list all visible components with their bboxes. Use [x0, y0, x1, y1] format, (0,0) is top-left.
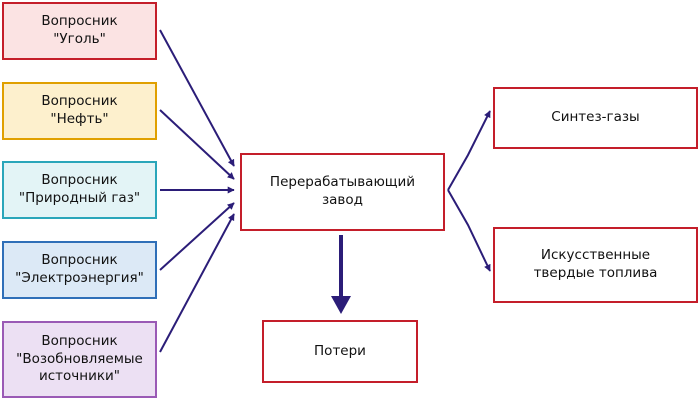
arrow-coal-to-plant — [159, 29, 235, 167]
processing-plant-box: Перерабатывающий завод — [240, 153, 445, 231]
source-label-electricity-line2: "Электроэнергия" — [15, 270, 144, 286]
source-label-oil-line2: "Нефть" — [50, 111, 109, 127]
output-label-syngas: Синтез-газы — [551, 109, 640, 126]
losses-label: Потери — [314, 342, 366, 359]
source-label-coal-line2: "Уголь" — [53, 31, 106, 47]
output-label-solid-fuels-line2: твердые топлива — [533, 265, 658, 281]
arrow-plant-to-syngas — [447, 110, 491, 191]
source-label-renewables-line3: источники" — [38, 368, 121, 385]
source-label-renewables-line1: Вопросник — [41, 333, 118, 350]
output-box-solid-fuels: Искусственные твердые топлива — [493, 227, 698, 303]
losses-box: Потери — [262, 320, 418, 383]
source-label-coal-line1: Вопросник — [41, 13, 118, 30]
arrow-renewables-to-plant — [159, 213, 235, 353]
source-box-oil: Вопросник "Нефть" — [2, 82, 157, 140]
source-box-renewables: Вопросник "Возобновляемые источники" — [2, 321, 157, 398]
source-label-gas-line1: Вопросник — [41, 172, 118, 189]
source-label-oil-line1: Вопросник — [41, 93, 118, 110]
plant-label-line2: завод — [321, 192, 363, 208]
arrow-electricity-to-plant — [159, 202, 235, 271]
source-label-electricity-line1: Вопросник — [41, 252, 118, 269]
output-label-solid-fuels-line1: Искусственные — [540, 247, 651, 264]
source-label-gas-line2: "Природный газ" — [18, 190, 141, 206]
arrow-plant-to-solid-fuels — [447, 189, 491, 272]
arrow-plant-to-losses-head — [331, 296, 351, 314]
source-box-electricity: Вопросник "Электроэнергия" — [2, 241, 157, 299]
source-box-coal: Вопросник "Уголь" — [2, 2, 157, 60]
arrow-oil-to-plant — [159, 109, 235, 180]
source-box-natural-gas: Вопросник "Природный газ" — [2, 161, 157, 219]
plant-label-line1: Перерабатывающий — [269, 174, 416, 191]
output-box-syngas: Синтез-газы — [493, 87, 698, 149]
source-label-renewables-line2: "Возобновляемые — [16, 350, 143, 367]
